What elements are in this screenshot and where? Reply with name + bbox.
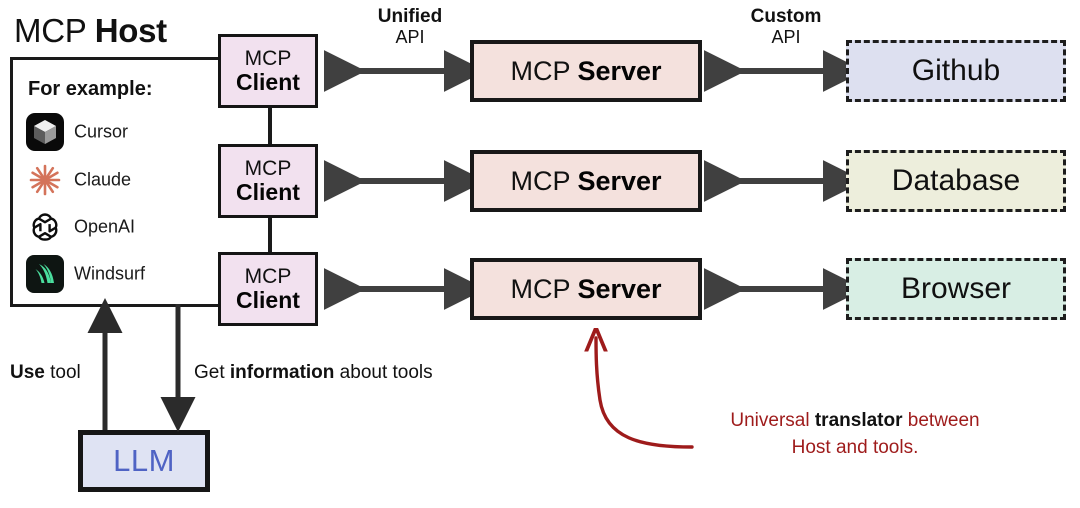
mcp-client-1[interactable]: MCP Client [218,34,318,108]
get-info-pre: Get [194,362,230,383]
host-client3-link [180,304,220,307]
mcp-client-2[interactable]: MCP Client [218,144,318,218]
annotation-line1-pre: Universal [730,410,815,431]
get-info-bold: information [229,362,335,383]
windsurf-icon [26,255,64,293]
for-example-heading: For example: [28,78,153,100]
claude-icon [26,161,64,199]
annotation-line2: Host and tools. [791,436,919,458]
client-server-arrow-group [323,50,486,310]
tool-github[interactable]: Github [846,40,1066,102]
llm-label: LLM [113,443,175,478]
mcp-client-label-line1: MCP [244,156,292,180]
client1-client2-link [268,108,271,154]
mcp-server-3[interactable]: MCP Server [470,258,702,320]
llm-box[interactable]: LLM [78,430,210,492]
host-title-bold: Host [94,12,167,49]
mcp-server-label: MCP Server [510,165,662,196]
tool-browser[interactable]: Browser [846,258,1066,320]
custom-api-label: Custom API [706,6,866,47]
example-item-claude: Claude [26,160,206,200]
tool-label: Github [911,54,1001,87]
example-label: OpenAI [74,216,136,237]
mcp-client-label-line2: Client [236,68,300,95]
client2-client3-link [268,212,271,258]
mcp-client-3[interactable]: MCP Client [218,252,318,326]
mcp-client-label-line2: Client [236,286,300,313]
example-label: Windsurf [74,263,146,284]
translator-callout-arrow [596,338,694,449]
custom-api-regular: API [771,27,801,48]
translator-annotation: Universal translator between Host and to… [690,408,1020,461]
mcp-server-label: MCP Server [510,273,662,304]
use-tool-rest: tool [44,362,81,383]
example-item-cursor: Cursor [26,112,206,152]
tool-database[interactable]: Database [846,150,1066,212]
host-title-regular: MCP [14,12,95,49]
example-item-openai: OpenAI [26,207,206,247]
get-information-label: Get information about tools [194,362,433,384]
mcp-server-2[interactable]: MCP Server [470,150,702,212]
annotation-line1-bold: translator [814,410,903,431]
host-title: MCP Host [14,12,167,50]
use-tool-bold: Use [10,362,45,383]
mcp-client-label-line1: MCP [244,264,292,288]
mcp-client-label-line1: MCP [244,46,292,70]
server-tool-arrow-group [703,50,865,310]
annotation-line1-post: between [902,410,980,431]
example-item-windsurf: Windsurf [26,254,206,294]
unified-api-regular: API [395,27,425,48]
example-label: Claude [74,169,132,190]
custom-api-bold: Custom [750,6,822,27]
get-info-post: about tools [334,362,433,383]
mcp-server-label: MCP Server [510,55,662,86]
mcp-client-label-line2: Client [236,178,300,205]
use-tool-label: Use tool [10,362,81,384]
unified-api-bold: Unified [377,6,443,27]
unified-api-label: Unified API [330,6,490,47]
example-label: Cursor [74,121,129,142]
tool-label: Database [891,164,1021,197]
cursor-icon [26,113,64,151]
openai-icon [26,208,64,246]
mcp-server-1[interactable]: MCP Server [470,40,702,102]
tool-label: Browser [900,272,1012,305]
